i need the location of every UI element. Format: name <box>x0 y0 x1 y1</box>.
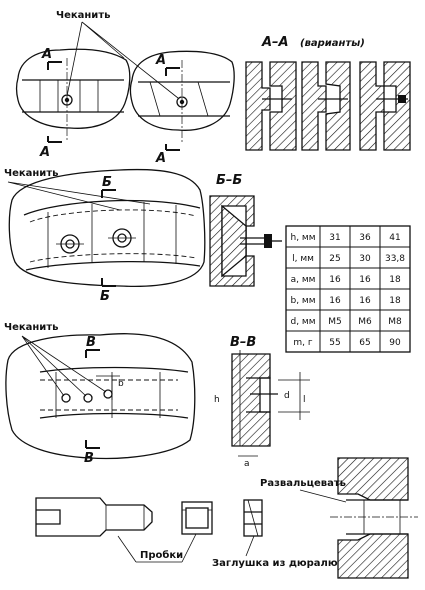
leader-chekanit-top <box>66 21 179 99</box>
table-row-header: h, мм <box>290 233 315 243</box>
dim-h: h <box>214 395 220 405</box>
mark-a-1: А <box>41 47 52 62</box>
plug-duralumin <box>243 499 263 537</box>
leader-zaglushka <box>245 535 255 557</box>
section-bb <box>209 195 282 287</box>
label-chekanit-mid: Чеканить <box>4 168 58 179</box>
view-a-left <box>15 48 131 140</box>
dim-a: a <box>244 459 250 469</box>
dimension-table: h, мм 31 36 41 l, мм 25 30 33,8 a, мм 16 16 18 b, мм… <box>285 225 411 353</box>
table-cell: M5 <box>328 317 342 327</box>
variant-2 <box>301 61 351 151</box>
dim-d: d <box>284 391 290 401</box>
table-row-header: d, мм <box>290 317 315 327</box>
view-v <box>5 333 196 460</box>
section-bb-title: Б–Б <box>216 173 242 188</box>
section-mark-a1 <box>47 61 62 70</box>
leader-razvaltsevat <box>299 489 347 503</box>
section-mark-b2 <box>101 278 116 287</box>
table-cell: 30 <box>359 254 371 264</box>
mark-a-2: А <box>39 145 50 160</box>
table-cell: 90 <box>389 338 401 348</box>
table-row-header: b, мм <box>290 296 315 306</box>
mark-v-2: В <box>84 451 94 466</box>
variant-3 <box>359 61 411 151</box>
leader-chekanit-mid <box>7 181 151 211</box>
table-row-header: l, мм <box>292 254 314 264</box>
view-b <box>8 168 206 288</box>
table-row-header: m, г <box>293 338 312 348</box>
table-cell: 41 <box>389 233 400 243</box>
table-cell: 33,8 <box>385 254 405 264</box>
label-chekanit-low: Чеканить <box>4 322 58 333</box>
label-chekanit-top: Чеканить <box>56 10 110 21</box>
table-cell: 36 <box>359 233 371 243</box>
table-cell: M6 <box>358 317 372 327</box>
dim-l: l <box>303 395 306 405</box>
section-vv <box>231 350 310 457</box>
table-cell: 55 <box>329 338 340 348</box>
section-mark-v2 <box>85 440 100 449</box>
label-zaglushka: Заглушка из дюралюминия <box>212 558 373 569</box>
table-cell: 18 <box>389 275 401 285</box>
view-a-right <box>129 50 235 142</box>
plug-sleeve <box>181 501 213 535</box>
label-razvaltsevat: Развальцевать <box>260 478 346 489</box>
mark-b-2: Б <box>100 289 110 304</box>
table-cell: 16 <box>359 275 371 285</box>
mark-b-1: Б <box>102 175 112 190</box>
table-cell: 25 <box>329 254 340 264</box>
leader-probki <box>117 533 197 563</box>
label-probki: Пробки <box>140 549 183 561</box>
mark-a-4: А <box>155 151 166 166</box>
table-cell: 65 <box>359 338 370 348</box>
plug-screw <box>35 497 153 537</box>
table-cell: M8 <box>388 317 402 327</box>
section-aa-title: А–А <box>261 35 289 50</box>
section-mark-v1 <box>85 349 100 358</box>
table-row-header: a, мм <box>291 275 316 285</box>
mark-a-3: А <box>155 53 166 68</box>
dim-b: b <box>118 379 124 389</box>
section-mark-a3 <box>165 67 180 76</box>
section-mark-a2 <box>47 136 62 143</box>
section-vv-title: В–В <box>230 335 256 350</box>
table-cell: 18 <box>389 296 401 306</box>
table-cell: 16 <box>329 296 341 306</box>
variant-1 <box>245 61 297 151</box>
section-mark-a4 <box>165 144 180 151</box>
section-aa-variants: (варианты) <box>300 38 365 49</box>
table-cell: 16 <box>359 296 371 306</box>
leader-chekanit-low <box>21 335 107 397</box>
mark-v-1: В <box>86 335 96 350</box>
section-flare <box>330 457 418 579</box>
table-cell: 16 <box>329 275 341 285</box>
table-cell: 31 <box>329 233 340 243</box>
